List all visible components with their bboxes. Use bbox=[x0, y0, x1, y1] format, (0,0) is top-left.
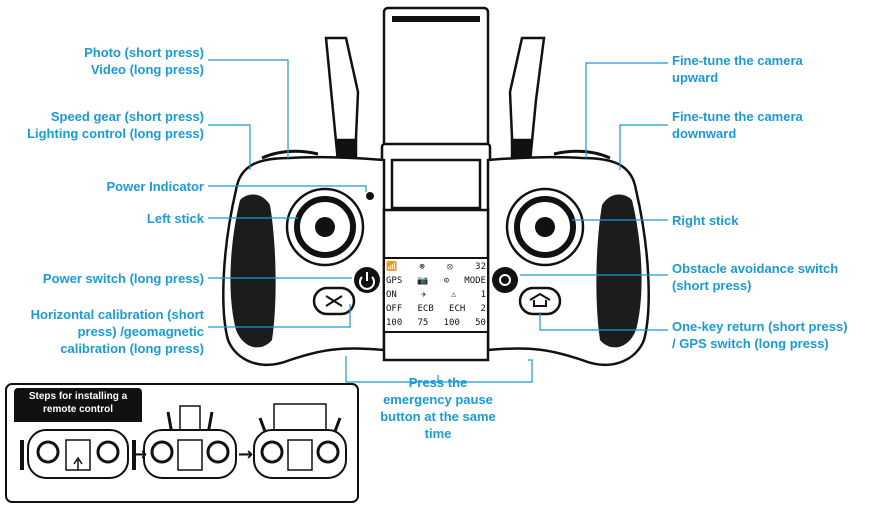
lcd-row-2: GPS📷⊙MODE bbox=[386, 276, 486, 286]
power-indicator-light bbox=[366, 192, 374, 200]
inset-arrow-2: → bbox=[238, 444, 254, 465]
return-button bbox=[518, 286, 562, 316]
label-power-indicator: Power Indicator bbox=[106, 179, 204, 194]
left-antenna bbox=[324, 36, 360, 164]
lcd-row-3: ON✈⚠1 bbox=[386, 290, 486, 300]
label-calibration: Horizontal calibration (short press) /ge… bbox=[30, 307, 204, 356]
phone-holder bbox=[380, 6, 492, 216]
inset-step-1 bbox=[20, 429, 136, 479]
label-emergency-pause: Press the emergency pause button at the … bbox=[380, 375, 496, 441]
inset-step-2 bbox=[143, 405, 237, 479]
label-speed-lighting: Speed gear (short press) Lighting contro… bbox=[27, 109, 204, 141]
inset-title: Steps for installing a remote control bbox=[14, 388, 142, 422]
label-photo-video: Photo (short press) Video (long press) bbox=[84, 45, 204, 77]
label-power-switch: Power switch (long press) bbox=[42, 271, 204, 286]
inset-panel bbox=[5, 383, 359, 503]
label-left-stick: Left stick bbox=[146, 211, 204, 226]
calibration-button bbox=[312, 286, 356, 316]
label-return-gps: One-key return (short press) / GPS switc… bbox=[672, 319, 848, 351]
lcd-screen bbox=[383, 257, 489, 333]
right-antenna bbox=[508, 36, 546, 164]
label-camera-down: Fine-tune the camera downward bbox=[672, 109, 803, 141]
inset-step-3 bbox=[253, 403, 347, 479]
label-camera-up: Fine-tune the camera upward bbox=[672, 53, 803, 85]
inset-arrow-1: → bbox=[132, 444, 148, 465]
leader-lines bbox=[208, 59, 668, 383]
right-stick bbox=[505, 187, 585, 267]
power-button bbox=[354, 267, 380, 293]
label-obstacle-avoidance: Obstacle avoidance switch (short press) bbox=[672, 261, 839, 293]
left-stick bbox=[285, 187, 365, 267]
obstacle-button bbox=[492, 267, 518, 293]
lcd-row-1: 📶⊗⦻32 bbox=[386, 262, 486, 272]
label-right-stick: Right stick bbox=[672, 213, 739, 228]
